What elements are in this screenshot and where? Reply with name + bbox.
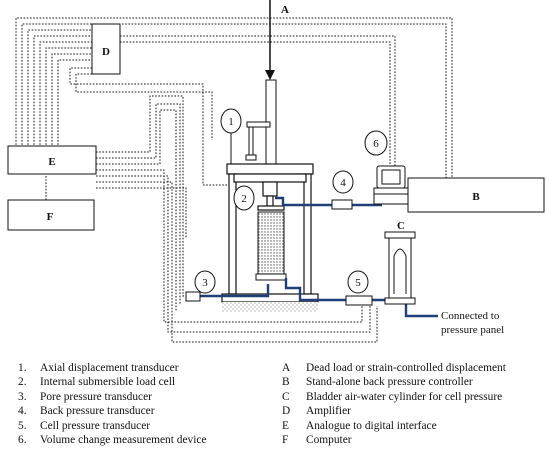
cell-pressure-transducer <box>345 295 373 306</box>
legend-text: Volume change measurement device <box>40 433 207 446</box>
legend-text: Analogue to digital interface <box>306 419 437 432</box>
legend-item: 3. Pore pressure transducer <box>18 390 206 404</box>
legend-item: 2. Internal submersible load cell <box>18 375 206 389</box>
legend-key: E <box>282 419 289 432</box>
label-5: 5 <box>355 277 361 289</box>
legend-key: 2. <box>18 376 27 389</box>
label-E: E <box>48 156 55 168</box>
water-pipes <box>196 196 438 318</box>
legend-item: F Computer <box>282 433 506 447</box>
legend-item: D Amplifier <box>282 404 506 418</box>
back-pressure-transducer <box>331 199 353 210</box>
pore-pressure-transducer <box>185 291 201 302</box>
triaxial-cell <box>221 163 319 303</box>
legend-item: B Stand-alone back pressure controller <box>282 375 506 389</box>
legend-key: 1. <box>18 362 27 374</box>
legend-key: 5. <box>18 419 27 432</box>
adc-interface-box <box>7 145 97 175</box>
cell-pressure-label-circle <box>347 270 369 294</box>
bladder-cylinder <box>384 231 416 305</box>
legend-item: A Dead load or strain-controlled displace… <box>282 361 506 375</box>
pore-pressure-label-circle <box>194 270 216 294</box>
legend-text: Bladder air-water cylinder for cell pres… <box>306 390 503 403</box>
legend-key: 4. <box>18 405 27 418</box>
legend-text: Computer <box>306 433 352 446</box>
legend-key: 3. <box>18 390 27 403</box>
legend-text: Pore pressure transducer <box>40 390 152 403</box>
legend-left: 1. Axial displacement transducer 2. Intern… <box>18 361 206 447</box>
legend-text: Amplifier <box>306 405 351 418</box>
soil-specimen <box>257 211 285 275</box>
legend-key: A <box>282 362 291 374</box>
label-3: 3 <box>202 277 208 289</box>
signal-wiring <box>15 17 453 343</box>
triaxial-setup-diagram: D E F A 1 2 <box>7 0 545 343</box>
legend-item: E Analogue to digital interface <box>282 419 506 433</box>
label-2: 2 <box>241 193 247 205</box>
volume-change-device <box>373 165 409 205</box>
legend-text: Axial displacement transducer <box>40 362 179 374</box>
label-F: F <box>47 211 54 223</box>
legend-key: D <box>282 405 291 418</box>
connected-note-line2: pressure panel <box>441 324 504 336</box>
legend-item: 1. Axial displacement transducer <box>18 361 206 375</box>
computer-box <box>7 199 95 231</box>
legend-key: F <box>282 433 289 446</box>
legend-text: Back pressure transducer <box>40 405 155 418</box>
back-pressure-label-circle <box>332 170 354 194</box>
back-pressure-controller-box <box>407 177 545 213</box>
connected-note-line1: Connected to <box>441 310 500 322</box>
label-A: A <box>281 4 289 16</box>
loading-ram <box>245 79 277 167</box>
load-cell-circle <box>233 185 255 211</box>
label-1: 1 <box>228 116 234 128</box>
legend-text: Cell pressure transducer <box>40 419 151 432</box>
legend-item: 6. Volume change measurement device <box>18 433 206 447</box>
amplifier-box <box>91 23 121 75</box>
legend-text: Dead load or strain-controlled displacem… <box>306 362 506 374</box>
legend-text: Stand-alone back pressure controller <box>306 376 473 389</box>
label-4: 4 <box>340 177 346 189</box>
legend-key: C <box>282 390 290 403</box>
legend-item: 4. Back pressure transducer <box>18 404 206 418</box>
label-D: D <box>102 46 110 58</box>
base-hatch <box>222 302 318 312</box>
legend-item: 5. Cell pressure transducer <box>18 419 206 433</box>
volume-change-label-circle <box>364 130 388 156</box>
legend-key: B <box>282 376 290 389</box>
label-B: B <box>472 191 480 203</box>
legend-text: Internal submersible load cell <box>40 376 176 389</box>
legend-right: A Dead load or strain-controlled displace… <box>282 361 506 447</box>
label-C: C <box>397 220 405 232</box>
legend-key: 6. <box>18 433 27 446</box>
legend-item: C Bladder air-water cylinder for cell pre… <box>282 390 506 404</box>
label-6: 6 <box>373 138 379 150</box>
